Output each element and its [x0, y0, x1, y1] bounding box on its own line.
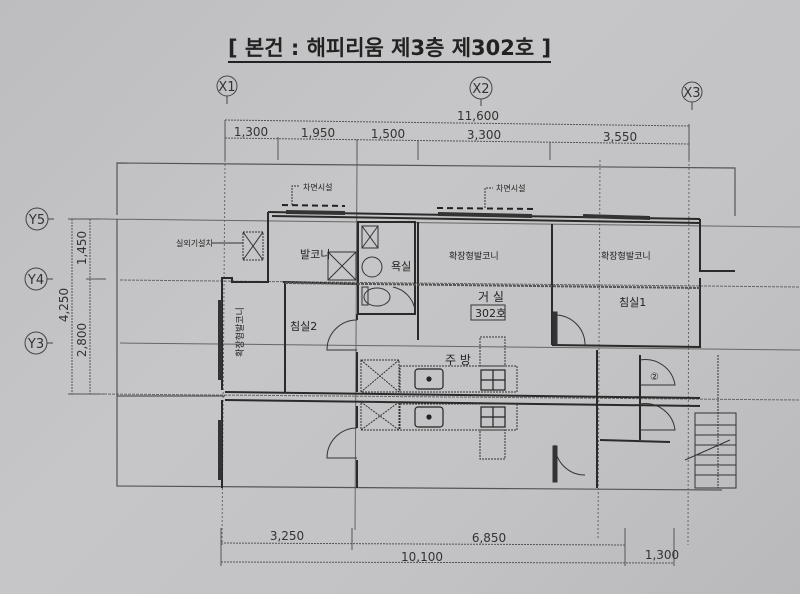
outdoor-unit-label: 실외기설치: [176, 238, 213, 248]
dim-top-seg-3: 1,500: [371, 127, 405, 141]
svg-text:X2: X2: [472, 82, 489, 97]
dim-bottom-right: 1,300: [645, 548, 679, 562]
stair-marker: ②: [650, 372, 659, 383]
axis-y3-marker: Y3: [24, 331, 53, 355]
room-expansion-balcony-left: 확장형발코니: [234, 307, 246, 357]
svg-text:X1: X1: [218, 80, 235, 95]
room-living: 거 실: [478, 290, 504, 304]
bottom-dimensions: [220, 528, 675, 566]
dim-bottom-seg-2: 6,850: [472, 531, 506, 545]
svg-text:Y3: Y3: [27, 337, 44, 352]
dim-top-total: 11,600: [457, 109, 499, 123]
windows: [218, 210, 651, 480]
room-bedroom2: 침실2: [290, 320, 317, 333]
page-title: [ 본건 : 해피리움 제3층 제302호 ]: [228, 36, 552, 63]
dim-left-total: 4,250: [57, 288, 71, 322]
kitchen-counters: [360, 336, 518, 460]
dim-top-seg-4: 3,300: [467, 128, 501, 142]
axis-x2-marker: X2: [469, 76, 493, 106]
room-kitchen: 주 방: [445, 353, 471, 367]
outdoor-unit: [212, 231, 264, 261]
bathroom-fixtures: [361, 256, 416, 311]
axis-x3-marker: X3: [681, 81, 703, 110]
room-expansion-balcony-2: 확장형발코니: [601, 250, 651, 262]
axis-x1-marker: X1: [216, 75, 238, 104]
axis-y5-marker: Y5: [25, 207, 54, 231]
unit-number: 302호: [475, 307, 506, 320]
svg-text:Y4: Y4: [27, 273, 44, 288]
glazing-label-right: 차면시설: [496, 183, 525, 193]
door-swings: [326, 311, 676, 483]
dim-left-seg-1: 1,450: [75, 231, 89, 265]
sinks-and-stoves: [414, 368, 506, 428]
svg-text:X3: X3: [683, 86, 700, 101]
glazing-lines: [281, 204, 538, 210]
dim-left-seg-2: 2,800: [75, 323, 89, 357]
left-dimensions: [68, 218, 106, 395]
dim-top-seg-5: 3,550: [603, 130, 637, 144]
dim-top-seg-1: 1,300: [234, 125, 268, 139]
svg-text:Y5: Y5: [28, 213, 45, 228]
glazing-label-left: 차면시설: [303, 182, 332, 192]
room-expansion-balcony-1: 확장형발코니: [449, 250, 499, 262]
room-bathroom: 욕실: [391, 260, 411, 273]
shaft: [327, 225, 379, 281]
axis-y4-marker: Y4: [24, 267, 53, 291]
room-balcony: 발코니: [300, 248, 330, 261]
dim-top-seg-2: 1,950: [301, 126, 335, 140]
outer-boundary: [116, 162, 736, 491]
room-bedroom1: 침실1: [619, 296, 646, 309]
dim-bottom-total: 10,100: [401, 550, 443, 564]
top-dimensions: [224, 119, 691, 160]
dim-bottom-seg-1: 3,250: [270, 529, 304, 543]
stairs: [684, 355, 737, 489]
